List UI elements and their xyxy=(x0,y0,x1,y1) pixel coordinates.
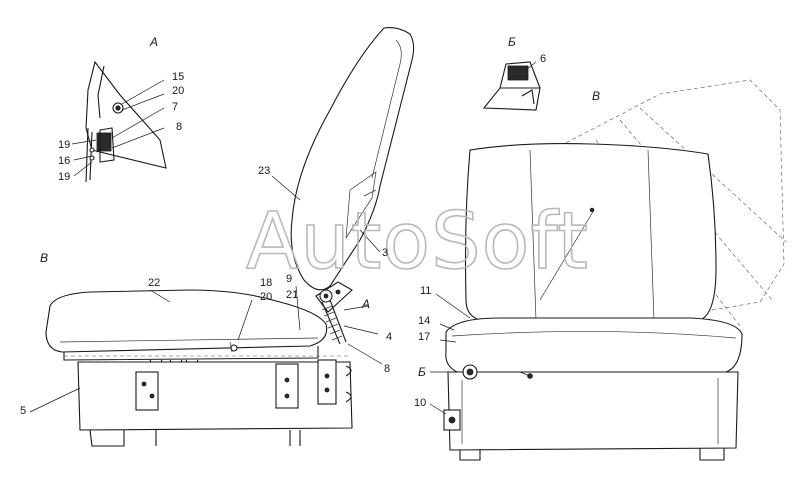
callout-4: 4 xyxy=(386,331,392,343)
detail-view-a xyxy=(71,60,167,183)
callout-23: 23 xyxy=(258,165,270,177)
callout-10: 10 xyxy=(414,397,426,409)
callout-11: 11 xyxy=(420,285,431,297)
view-label-a: А xyxy=(149,35,158,49)
callout-20b: 20 xyxy=(260,291,272,303)
callout-8b: 8 xyxy=(384,363,390,375)
callout-19b: 19 xyxy=(58,171,70,183)
callout-18: 18 xyxy=(260,277,272,289)
callout-21: 21 xyxy=(286,289,298,301)
callout-22: 22 xyxy=(148,277,160,289)
ref-label-b: Б xyxy=(418,365,426,379)
callout-14: 14 xyxy=(418,315,430,327)
callout-20: 20 xyxy=(172,85,184,97)
callout-19: 19 xyxy=(58,139,70,151)
callout-7: 7 xyxy=(172,101,178,113)
view-label-b: Б xyxy=(508,35,516,49)
detail-view-b xyxy=(482,61,541,111)
callout-5: 5 xyxy=(20,405,26,417)
front-view-seat xyxy=(429,79,787,461)
callout-17: 17 xyxy=(418,331,430,343)
callout-9: 9 xyxy=(286,273,292,285)
watermark-text: AutoSoft xyxy=(246,197,589,287)
callout-16: 16 xyxy=(58,155,70,167)
callout-6: 6 xyxy=(540,53,546,65)
callout-8: 8 xyxy=(176,121,182,133)
view-label-v-left: В xyxy=(40,251,48,265)
view-label-v-right: В xyxy=(592,89,600,103)
ref-label-a: А xyxy=(361,297,370,311)
callout-15: 15 xyxy=(172,71,184,83)
callout-3: 3 xyxy=(382,247,388,259)
side-view-seat xyxy=(29,27,415,447)
